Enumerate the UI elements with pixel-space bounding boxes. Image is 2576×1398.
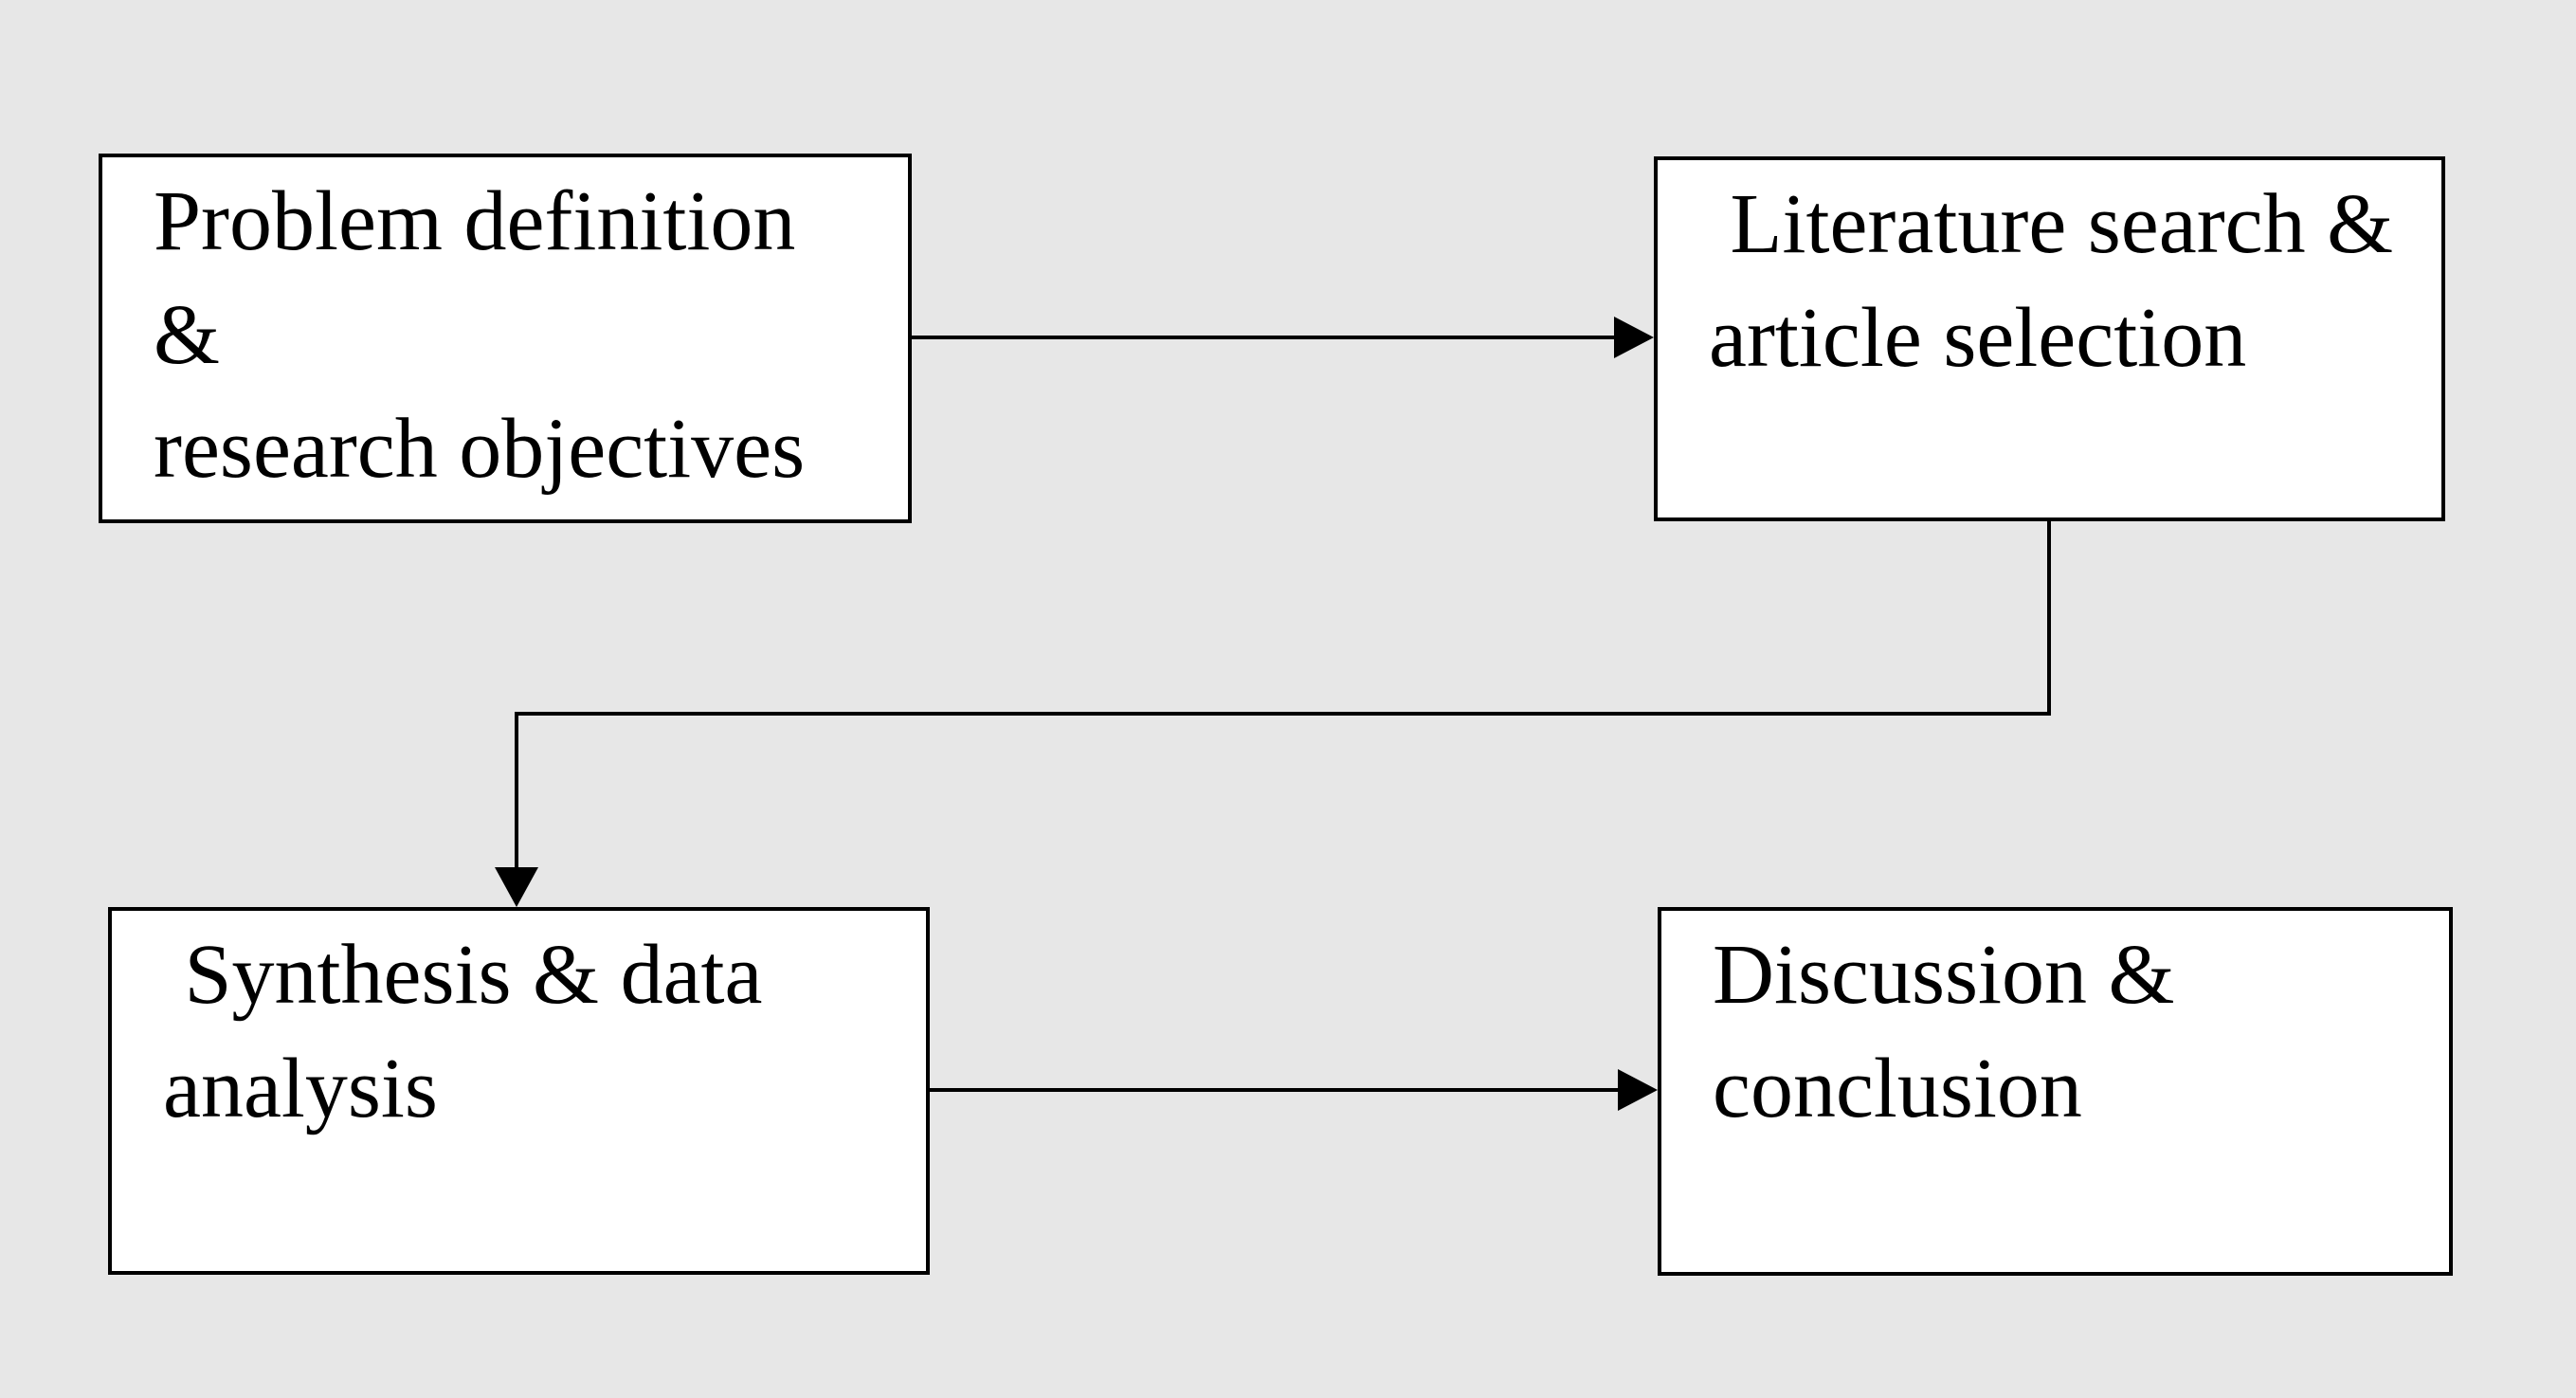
flowchart-box-discussion-conclusion: Discussion & conclusion — [1658, 907, 2453, 1276]
flowchart-box-problem-definition: Problem definition & research objectives — [99, 154, 912, 523]
box-label-line: Discussion & — [1713, 928, 2175, 1022]
arrowhead-down-icon — [495, 867, 538, 907]
box-label-line: Literature search & — [1709, 177, 2394, 271]
connector-literature-to-synthesis-drop-line — [2047, 521, 2051, 716]
connector-literature-to-synthesis-cross-line — [515, 712, 2051, 716]
flowchart-box-synthesis-data-analysis: Synthesis & data analysis — [108, 907, 930, 1275]
connector-synthesis-to-discussion-line — [930, 1088, 1620, 1092]
box-label-line: conclusion — [1713, 1042, 2082, 1135]
connector-problem-to-literature-line — [912, 336, 1618, 339]
arrowhead-right-icon — [1618, 1069, 1658, 1111]
box-label-line: Problem definition & — [154, 174, 817, 382]
connector-literature-to-synthesis-down-line — [515, 712, 518, 873]
box-label-line: research objectives — [154, 402, 806, 496]
box-label-line: analysis — [163, 1042, 438, 1135]
box-label-line: article selection — [1709, 291, 2247, 385]
box-label-line: Synthesis & data — [163, 928, 763, 1022]
flowchart-box-literature-search: Literature search & article selection — [1654, 156, 2445, 521]
arrowhead-right-icon — [1614, 317, 1654, 358]
